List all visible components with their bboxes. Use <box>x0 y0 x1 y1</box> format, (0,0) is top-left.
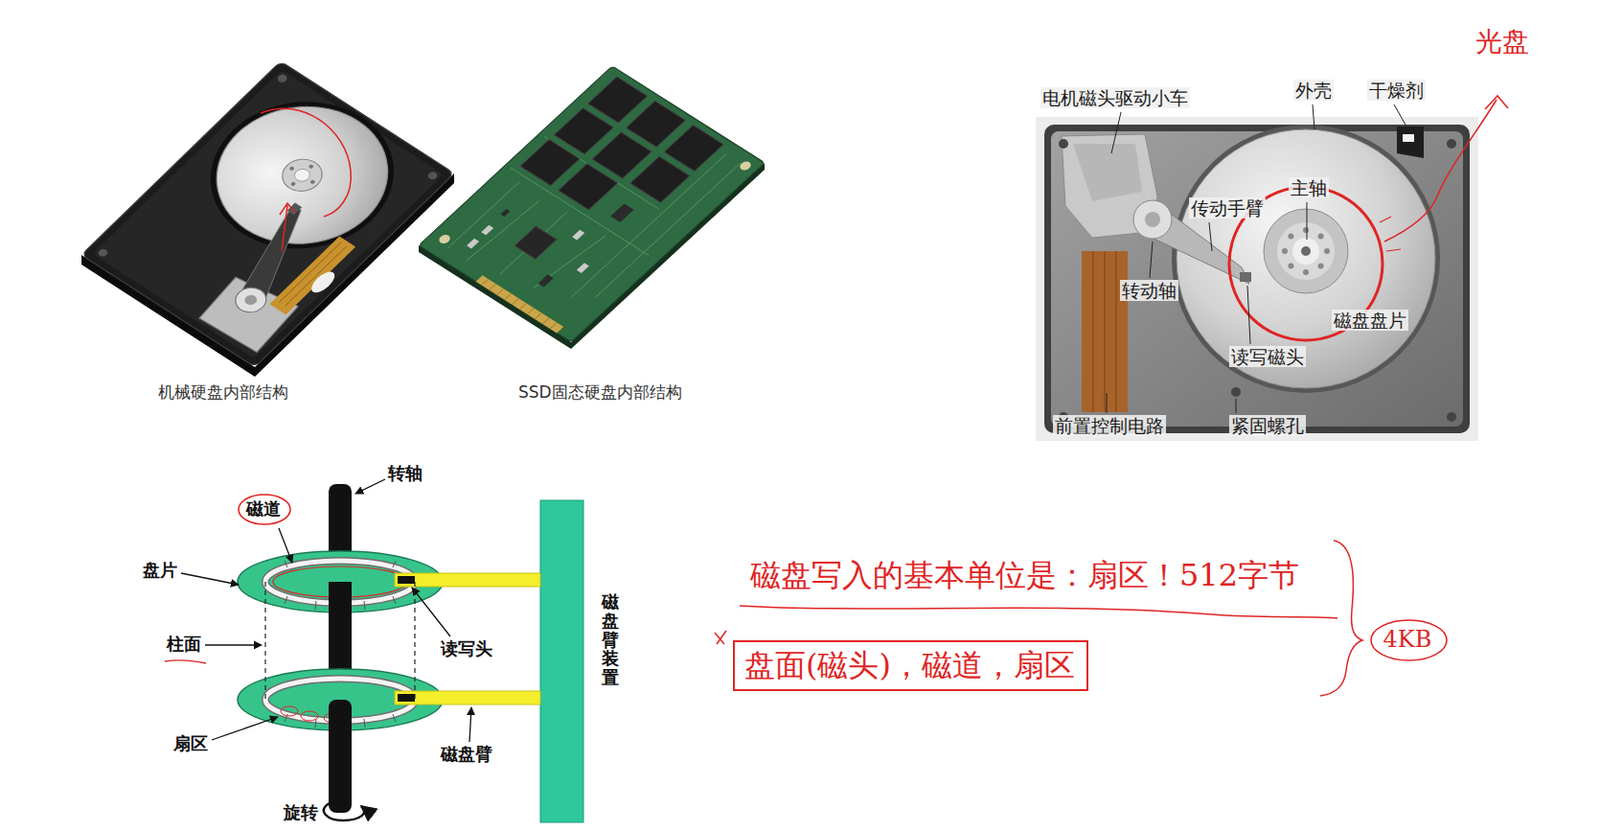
part-label-text: 前置控制电路 <box>1052 414 1166 436</box>
red-circle <box>238 494 291 525</box>
hdd-photo <box>81 61 455 377</box>
part-label: 磁盘臂装置 <box>601 592 619 687</box>
handwritten-note-text: 磁盘写入的基本单位是：扇区！512字节 <box>750 556 1300 594</box>
part-label: 柱面 <box>166 634 202 655</box>
handwritten-note-text: 光盘 <box>1475 25 1530 58</box>
part-label: 外壳 <box>1293 80 1334 102</box>
leader-lines <box>1106 104 1407 413</box>
part-label: 主轴 <box>1288 178 1329 200</box>
part-label: 磁盘臂 <box>440 744 493 765</box>
part-label-text: 传动手臂 <box>1188 197 1266 219</box>
part-label-text: 主轴 <box>1288 177 1329 199</box>
part-label-text: 读写头 <box>440 638 493 659</box>
size-callout: 4KB <box>1370 618 1448 662</box>
part-label-text: 读写磁头 <box>1229 345 1306 367</box>
part-label: 传动手臂 <box>1188 198 1266 220</box>
red-circle <box>1371 619 1447 661</box>
disk-structure-diagram <box>164 479 584 823</box>
part-label: 盘片 <box>142 560 178 581</box>
leader-arrows <box>181 479 472 821</box>
track-callout: 磁道 <box>237 493 292 526</box>
part-label: 读写头 <box>440 639 493 660</box>
handwritten-note: 磁盘写入的基本单位是：扇区！512字节 <box>750 557 1300 594</box>
part-label: 旋转 <box>283 802 319 823</box>
part-label: 前置控制电路 <box>1052 415 1166 437</box>
part-label-text: 柱面 <box>166 633 202 654</box>
part-label-text: 磁盘臂 <box>440 743 493 764</box>
photo-caption-text: 机械硬盘内部结构 <box>158 382 289 402</box>
part-label-text: 扇区 <box>173 732 208 754</box>
part-label: 电机磁头驱动小车 <box>1040 88 1190 110</box>
part-label-text: 盘片 <box>142 559 178 580</box>
part-label-text: 磁盘盘片 <box>1331 309 1409 331</box>
part-label: 转动轴 <box>1120 280 1179 302</box>
part-label-text: 紧固螺孔 <box>1229 414 1306 436</box>
part-label-text: 转轴 <box>388 462 423 483</box>
part-label: 磁盘盘片 <box>1331 310 1409 332</box>
part-label: 读写磁头 <box>1229 346 1306 368</box>
photo-caption: 机械硬盘内部结构 <box>158 383 289 403</box>
part-label-text: 旋转 <box>283 801 319 823</box>
part-label-text: 外壳 <box>1293 79 1334 101</box>
node-text: 盘面(磁头)，磁道，扇区 <box>744 647 1077 684</box>
part-label: 转轴 <box>388 463 423 484</box>
part-label-text: 转动轴 <box>1120 279 1179 301</box>
red-annotations <box>714 540 1363 696</box>
part-label-text: 电机磁头驱动小车 <box>1040 87 1190 109</box>
node-text: 磁道 <box>246 499 283 520</box>
photo-caption: SSD固态硬盘内部结构 <box>518 383 683 403</box>
part-label: 扇区 <box>173 733 208 755</box>
hdd-labelled-photo <box>1035 95 1509 441</box>
part-label: 紧固螺孔 <box>1229 415 1306 437</box>
part-label: 干燥剂 <box>1367 80 1426 102</box>
ssd-photo <box>418 66 765 349</box>
photo-caption-text: SSD固态硬盘内部结构 <box>518 382 683 402</box>
node-text: 4KB <box>1383 626 1435 654</box>
part-label-text: 磁盘臂装置 <box>601 592 619 687</box>
part-label-text: 干燥剂 <box>1367 79 1426 101</box>
handwritten-note: 光盘 <box>1475 26 1530 58</box>
address-box: 盘面(磁头)，磁道，扇区 <box>732 640 1089 691</box>
